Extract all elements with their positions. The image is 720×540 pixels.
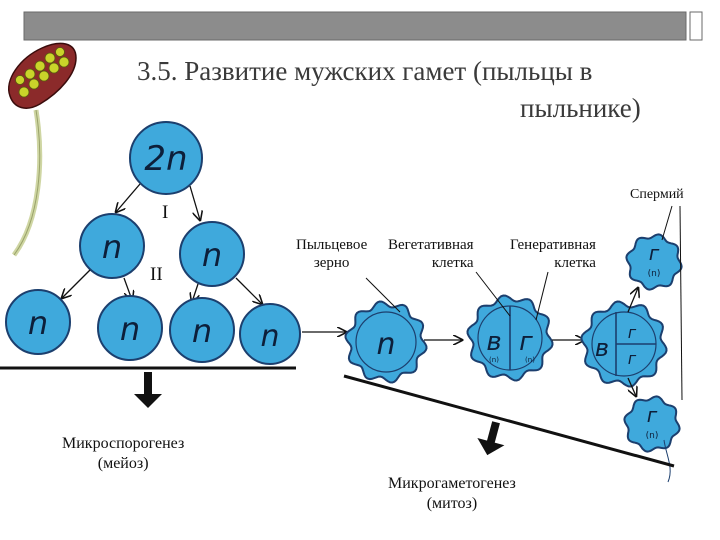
generative-nucleus-label: г <box>519 327 533 357</box>
tri-sperm2-label: г <box>628 349 637 368</box>
pollen-grain-cell: n <box>344 300 428 384</box>
sperm-cell-bottom: г (n) <box>623 395 681 453</box>
meiosis-stage-one: I <box>162 202 169 223</box>
pollen-grain-caption-1: Пыльцевое <box>296 237 368 253</box>
vegetative-nucleus-label: в <box>486 327 501 357</box>
arrow-to-sperm-bottom <box>627 377 636 396</box>
tri-sperm1-label: г <box>628 323 637 342</box>
arrow-meiosis1-right <box>189 185 200 220</box>
pointer-sperm-1 <box>661 205 673 241</box>
sperm-top-label: г <box>649 241 660 265</box>
pointer-pollen-grain <box>365 277 401 313</box>
sperm-bottom-ploidy: (n) <box>646 431 659 441</box>
vegetative-caption-2: клетка <box>431 255 474 271</box>
title-bar <box>23 11 687 41</box>
generative-caption: Генеративная клетка <box>510 236 596 272</box>
pollen-grain-label: n <box>376 327 395 362</box>
sperm-bottom-label: г <box>647 403 658 427</box>
microsporogenesis-label: Микроспорогенез <box>62 435 185 452</box>
arrow-meiosis2-4 <box>235 277 262 304</box>
sperm-label: Спермий <box>630 187 684 202</box>
generative-ploidy: (n) <box>525 356 535 364</box>
pointer-vegetative <box>475 271 511 317</box>
vegetative-caption: Вегетативная клетка <box>388 236 474 272</box>
microspore-2: n <box>97 295 163 361</box>
pollen-tube-tail <box>663 439 671 483</box>
microgametogenesis-caption: Микрогаметогенез (митоз) <box>388 474 516 514</box>
haploid-label-1: n <box>102 228 122 266</box>
arrow-to-sperm-top <box>627 288 638 313</box>
arrow-meiosis1-left <box>116 183 141 212</box>
microsporogenesis-caption: Микроспорогенез (мейоз) <box>62 434 184 474</box>
microspore-3-label: n <box>192 312 212 350</box>
vegetative-caption-1: Вегетативная <box>388 237 474 253</box>
mitosis-baseline <box>343 374 675 468</box>
tri-vegetative-label: в <box>595 334 609 362</box>
diploid-cell: 2n <box>129 121 203 195</box>
mitosis-label: (митоз) <box>426 495 478 512</box>
generative-caption-1: Генеративная <box>510 237 596 253</box>
bicellular-pollen: в г (n) (n) <box>466 294 554 382</box>
meiosis-label: (мейоз) <box>97 455 149 472</box>
slide-title-line2: пыльнике) <box>520 93 641 123</box>
microspore-2-label: n <box>120 310 140 348</box>
microspore-4: n <box>239 303 301 365</box>
haploid-cell-left: n <box>79 213 145 279</box>
pollen-grain-caption: Пыльцевое зерно <box>296 236 367 272</box>
pointer-generative <box>535 271 549 321</box>
slide-title-line1: 3.5. Развитие мужских гамет (пыльцы в <box>137 56 593 86</box>
microspore-3: n <box>169 297 235 363</box>
pollen-grain-caption-2: зерно <box>313 255 350 271</box>
anther-illustration <box>8 42 77 257</box>
microspore-1-label: n <box>28 304 48 342</box>
sperm-top-ploidy: (n) <box>648 269 661 279</box>
microspore-1: n <box>5 289 71 355</box>
pointer-sperm-2 <box>679 205 683 401</box>
arrow-meiosis2-1 <box>62 269 91 298</box>
haploid-label-2: n <box>202 236 222 274</box>
diploid-label: 2n <box>144 139 187 179</box>
tricellular-pollen: в г г <box>580 300 668 388</box>
sperm-cell-top: г (n) <box>625 233 683 291</box>
generative-caption-2: клетка <box>554 255 596 271</box>
microgametogenesis-label: Микрогаметогенез <box>388 475 516 492</box>
meiosis-stage-two: II <box>150 264 163 285</box>
title-bar-end <box>689 11 703 41</box>
microgametogenesis-arrow <box>477 421 505 456</box>
microsporogenesis-arrow <box>134 372 162 408</box>
vegetative-ploidy: (n) <box>489 356 499 364</box>
haploid-cell-right: n <box>179 221 245 287</box>
microspore-4-label: n <box>260 319 279 354</box>
